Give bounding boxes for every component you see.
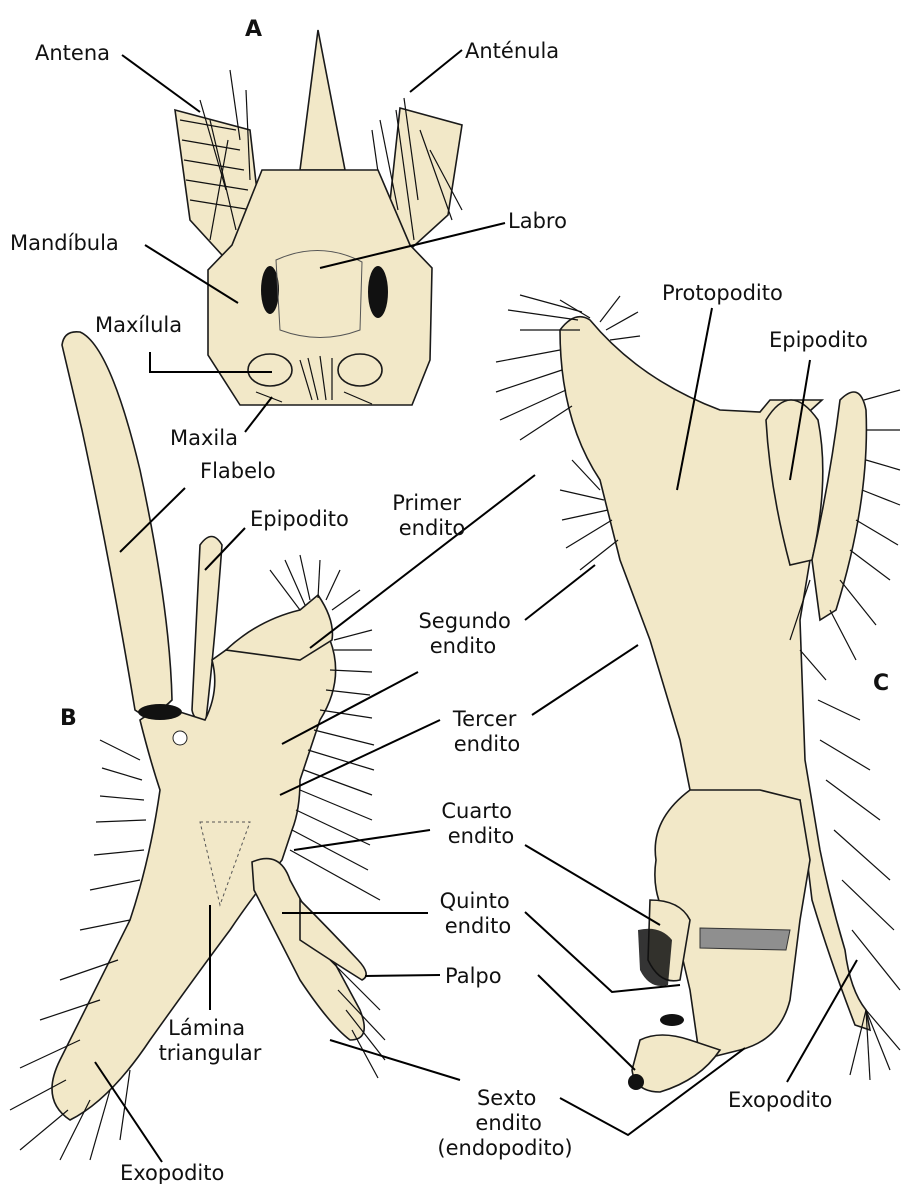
panel-c-drawing <box>496 295 900 1092</box>
leader-antena <box>122 55 200 112</box>
leader-antenula <box>410 50 462 92</box>
leader-palpo <box>365 975 440 976</box>
maxillule-left <box>248 354 292 386</box>
label-protopodito: Protopodito <box>662 281 783 305</box>
mandible-dark-right <box>368 266 388 318</box>
label-quinto-endito: Quinto endito <box>440 889 517 938</box>
leader-cuarto-endito <box>294 830 430 850</box>
label-palpo: Palpo <box>445 964 502 988</box>
label-sexto-endito: Sexto endito (endopodito) <box>437 1086 572 1160</box>
pore <box>173 731 187 745</box>
label-segundo-endito: Segundo endito <box>418 609 517 658</box>
label-antena: Antena <box>35 41 110 65</box>
label-exopodito-b: Exopodito <box>120 1161 224 1184</box>
hinge-band-c <box>700 928 790 950</box>
label-antenula: Anténula <box>465 39 559 63</box>
palp-dark-tip <box>628 1074 644 1090</box>
label-cuarto-endito: Cuarto endito <box>441 799 518 848</box>
first-endite-b <box>226 595 332 660</box>
flabellum <box>62 332 172 714</box>
panel-label-b: B <box>60 706 77 731</box>
maxillule-right <box>338 354 382 386</box>
label-epipodito-b: Epipodito <box>250 507 349 531</box>
label-maxila: Maxila <box>170 426 238 450</box>
claw-dark <box>660 1014 684 1026</box>
panel-label-a: A <box>245 17 262 42</box>
leader-segundo-endito <box>525 565 595 620</box>
label-epipodito-c: Epipodito <box>769 328 868 352</box>
leader-exopodito-c <box>787 960 857 1082</box>
label-exopodito-c: Exopodito <box>728 1088 832 1112</box>
label-primer-endito: Primer endito <box>392 491 467 540</box>
label-flabelo: Flabelo <box>200 459 276 483</box>
label-tercer-endito: Tercer endito <box>452 707 523 756</box>
label-lamina-triangular: Lámina triangular <box>159 1016 262 1065</box>
gill-dark-blob <box>138 704 182 720</box>
label-mandibula: Mandíbula <box>10 231 119 255</box>
rostrum <box>300 30 345 170</box>
label-labro: Labro <box>508 209 567 233</box>
leader-cuarto-endito-c <box>525 845 660 925</box>
label-maxilula: Maxílula <box>95 313 182 337</box>
panel-label-c: C <box>873 671 889 696</box>
leader-palpo-c <box>538 975 635 1070</box>
leader-tercer-endito-c <box>532 645 638 715</box>
leader-sexto-endito <box>330 1040 460 1080</box>
endite-dark-patch <box>638 929 672 986</box>
panel-a-drawing <box>175 30 462 405</box>
